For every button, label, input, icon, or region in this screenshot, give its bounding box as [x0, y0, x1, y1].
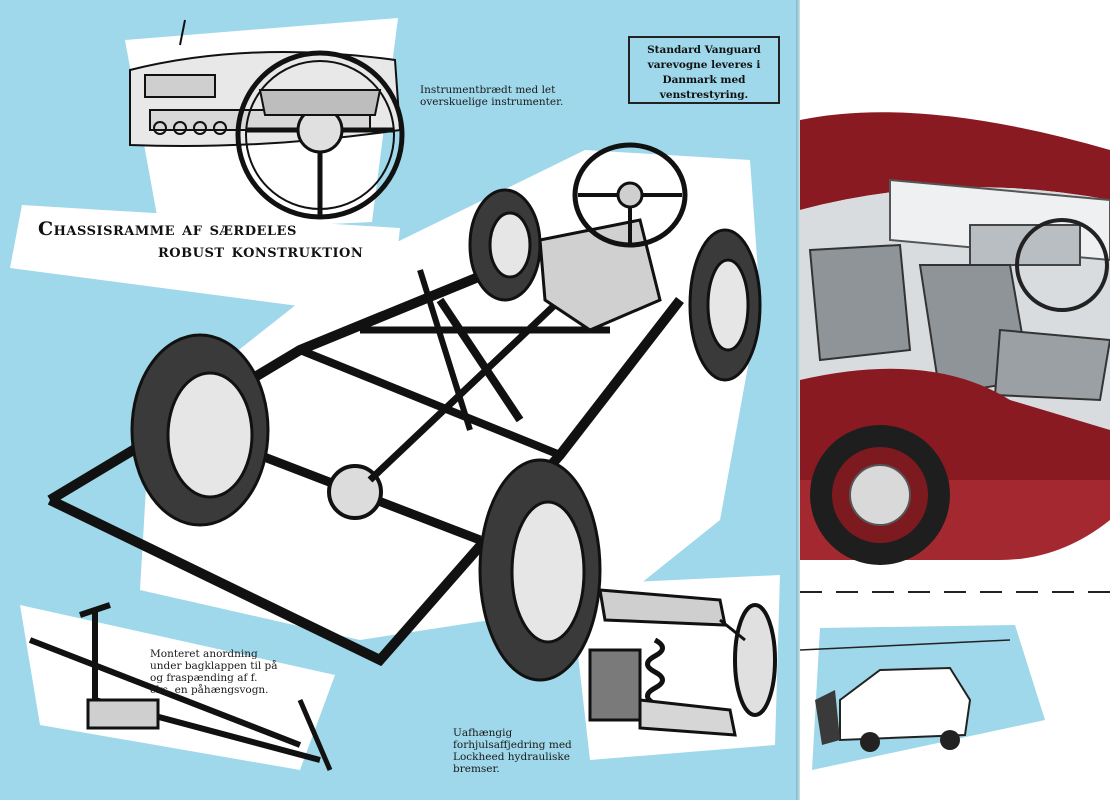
headline-line-2: robust konstruktion: [158, 240, 364, 262]
notice-box: Standard Vanguard varevogne leveres i Da…: [628, 36, 780, 104]
tow-hitch-illustration: [28, 602, 333, 771]
caption-dashboard: Instrumentbrædt med let overskuelige ins…: [420, 84, 564, 108]
caption-tow-hitch: Monteret anordning under bagklappen til …: [150, 648, 278, 696]
chassis-illustration: [47, 142, 762, 682]
left-page-illustrations: [10, 18, 780, 771]
headline-line-1: Chassisramme af særdeles: [38, 218, 297, 240]
headline-vignette: [10, 205, 400, 318]
dashboard-illustration: [129, 19, 405, 220]
van-loading-scene: [800, 625, 1045, 770]
right-page: [800, 0, 1110, 800]
van-interior-illustration: [800, 112, 1110, 565]
left-page: Chassisramme af særdeles robust konstruk…: [0, 0, 800, 800]
page-gutter: [796, 0, 802, 800]
headline: Chassisramme af særdeles robust konstruk…: [38, 218, 398, 262]
caption-suspension: Uafhængig forhjulsaffjedring med Lockhee…: [453, 727, 572, 775]
suspension-illustration: [588, 588, 777, 737]
right-page-illustrations: [800, 112, 1110, 770]
